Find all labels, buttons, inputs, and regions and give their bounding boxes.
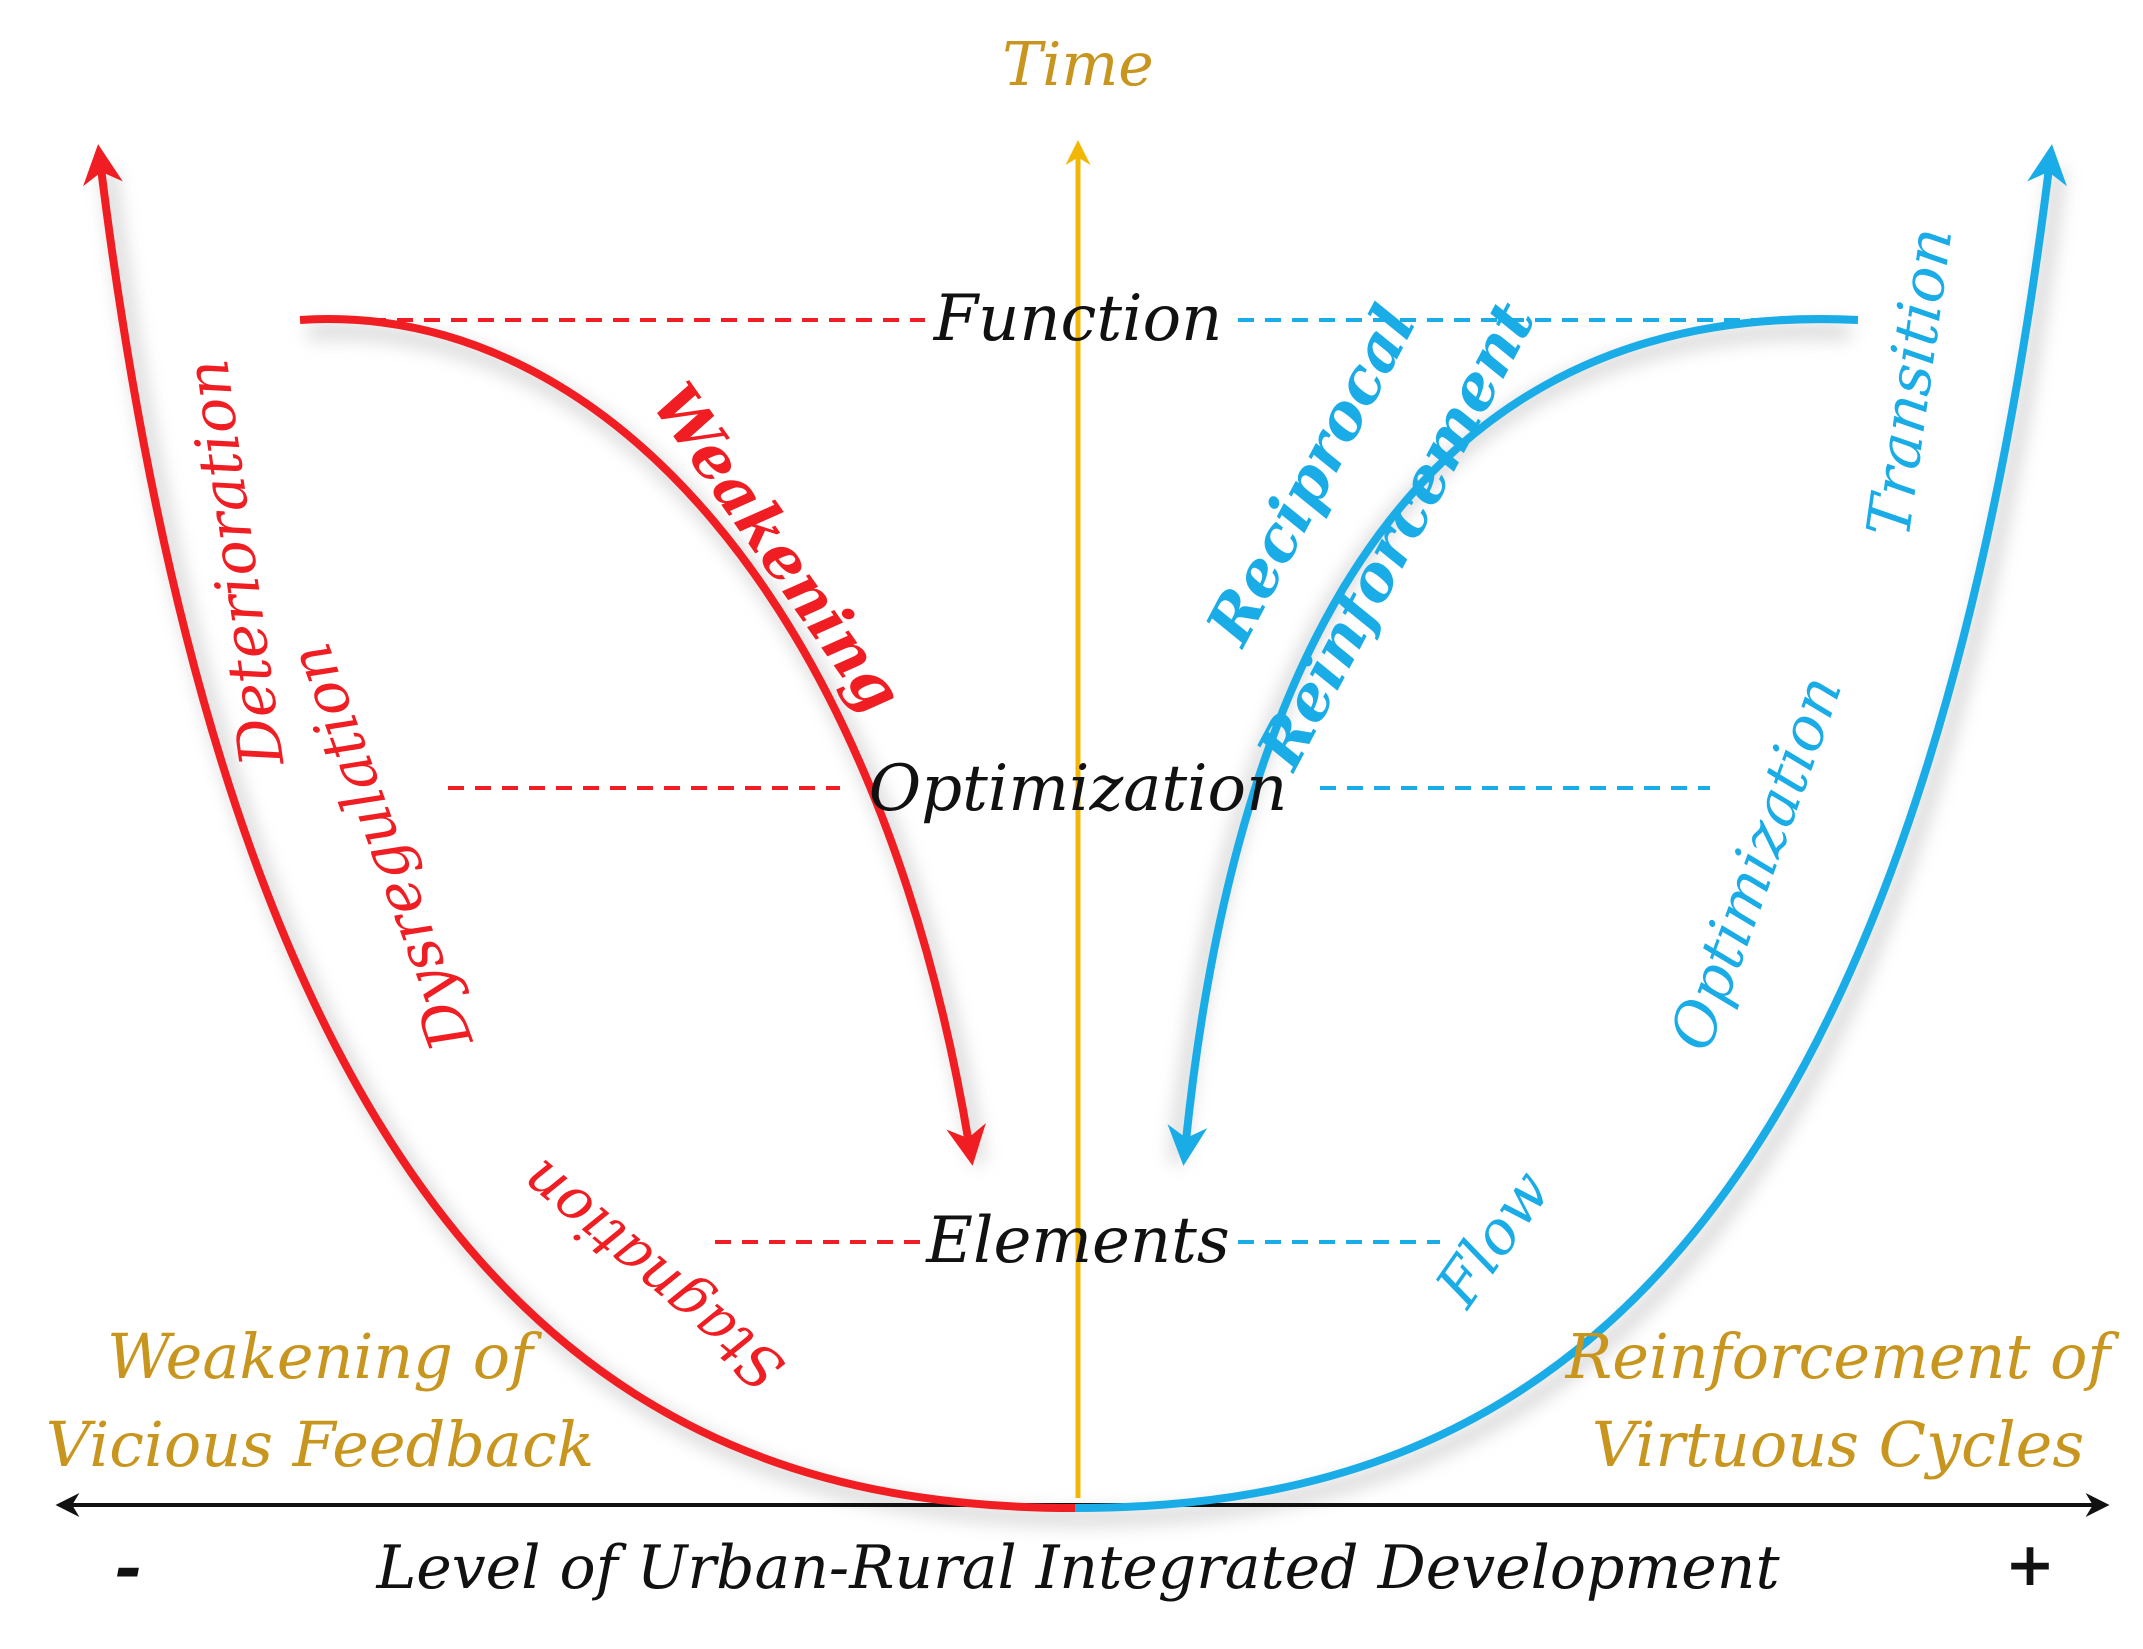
- level-elements: Elements: [925, 1204, 1229, 1278]
- caption-left-line2: Vicious Feedback: [46, 1408, 595, 1481]
- axis-minus-label: -: [114, 1528, 141, 1606]
- caption-right-line1: Reinforcement of: [1565, 1320, 2121, 1393]
- reinforcement-inner-arrow: [1167, 315, 1859, 1166]
- label-deterioration: Deterioration: [172, 355, 298, 771]
- weakening-inner-arrow: [299, 315, 986, 1166]
- caption-left-line1: Weakening of: [107, 1320, 543, 1393]
- caption-right-line2: Virtuous Cycles: [1592, 1408, 2084, 1481]
- label-transition: Transition: [1854, 223, 1967, 541]
- x-axis-label: Level of Urban-Rural Integrated Developm…: [375, 1533, 1780, 1603]
- level-function: Function: [933, 282, 1223, 356]
- label-weakening: Weakening: [638, 370, 918, 726]
- time-axis-label: Time: [1002, 30, 1154, 100]
- label-flow: Flow: [1422, 1158, 1565, 1320]
- label-stagnation: Stagnation: [507, 1146, 796, 1404]
- axis-plus-label: +: [2005, 1530, 2055, 1600]
- level-dashes: [370, 318, 1855, 1244]
- vicious-outer-curve: [83, 144, 1076, 1512]
- level-optimization: Optimization: [869, 752, 1288, 826]
- label-optimization-right: Optimization: [1656, 667, 1856, 1060]
- virtuous-outer-curve: [1074, 144, 2067, 1512]
